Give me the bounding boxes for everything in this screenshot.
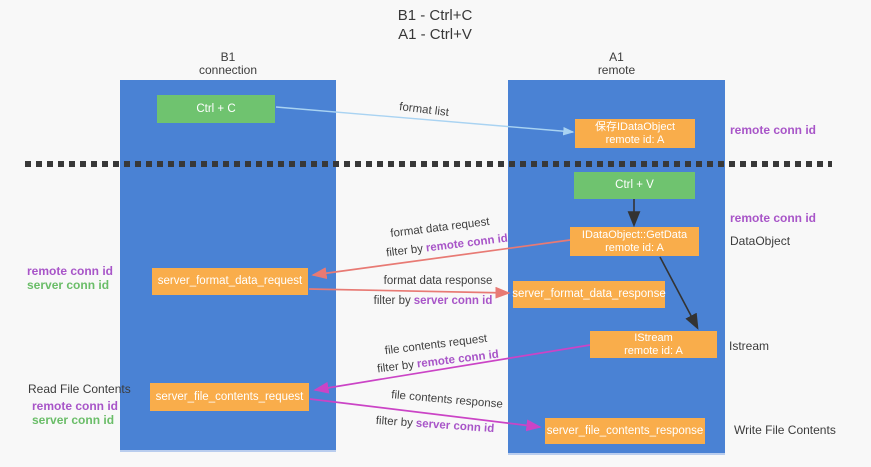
remote-conn-id-right-2: remote conn id <box>730 211 817 225</box>
column-right-name: A1 <box>609 50 624 64</box>
server-format-data-response-box: server_format_data_response <box>512 281 666 308</box>
save-idataobject-line1: 保存IDataObject <box>594 120 676 133</box>
ctrl-v-box: Ctrl + V <box>574 172 695 199</box>
left-conn-id-group: remote conn id server conn id <box>27 264 113 292</box>
column-header-left: B1 connection <box>120 51 336 77</box>
file-response-label: server_file_contents_response <box>546 424 704 437</box>
write-file-contents-label: Write File Contents <box>734 423 836 437</box>
filter-by-text: filter by <box>375 414 414 430</box>
filter-by-text: filter by <box>385 242 424 260</box>
ctrl-c-label: Ctrl + C <box>196 102 236 115</box>
istream-side-label: Istream <box>729 339 770 353</box>
server-file-contents-request-box: server_file_contents_request <box>150 383 309 411</box>
dashed-separator <box>25 161 832 167</box>
file-contents-response-label: file contents response <box>390 389 504 411</box>
server-conn-id-text: server conn id <box>415 417 495 436</box>
format-list-label: format list <box>398 101 450 119</box>
dataobject-label: DataObject <box>730 234 791 248</box>
getdata-line2: remote id: A <box>605 241 664 254</box>
getdata-line1: IDataObject::GetData <box>581 228 688 241</box>
istream-box: IStream remote id: A <box>590 331 717 358</box>
remote-conn-id-label: remote conn id <box>32 399 119 413</box>
server-conn-id-label: server conn id <box>27 278 110 292</box>
format-response-label: server_format_data_response <box>512 288 666 300</box>
filter-by-text: filter by <box>376 358 415 376</box>
filter-by-text: filter by <box>373 295 411 307</box>
column-left-subtitle: connection <box>198 63 258 77</box>
save-idataobject-line2: remote id: A <box>605 133 665 146</box>
diagram-title: B1 - Ctrl+C A1 - Ctrl+V <box>300 6 570 44</box>
column-left-name: B1 <box>220 50 236 64</box>
istream-line2: remote id: A <box>624 344 683 357</box>
file-request-label: server_file_contents_request <box>155 390 304 403</box>
ctrl-c-box: Ctrl + C <box>157 95 275 123</box>
column-right-subtitle: remote <box>597 63 636 77</box>
server-file-contents-response-box: server_file_contents_response <box>545 418 705 444</box>
save-idataobject-box: 保存IDataObject remote id: A <box>575 119 695 148</box>
server-conn-id-text: server conn id <box>413 295 493 307</box>
remote-conn-id-text: remote conn id <box>425 232 509 255</box>
title-line-1: B1 - Ctrl+C <box>397 7 473 24</box>
ctrl-v-label: Ctrl + V <box>615 179 654 191</box>
left-conn-id-group-2: remote conn id server conn id <box>32 399 118 427</box>
server-format-data-request-box: server_format_data_request <box>152 268 308 295</box>
format-data-response-label: format data response <box>383 275 493 287</box>
title-line-2: A1 - Ctrl+V <box>398 26 472 43</box>
arrow-format-data-response <box>308 286 511 299</box>
remote-conn-id-right-1: remote conn id <box>730 123 817 137</box>
server-conn-id-label: server conn id <box>32 413 115 427</box>
istream-line1: IStream <box>634 331 673 344</box>
idataobject-getdata-box: IDataObject::GetData remote id: A <box>570 227 699 256</box>
remote-conn-id-label: remote conn id <box>27 264 114 278</box>
read-file-contents-label: Read File Contents <box>28 382 131 396</box>
column-header-right: A1 remote <box>508 51 725 77</box>
format-request-label: server_format_data_request <box>157 275 303 287</box>
